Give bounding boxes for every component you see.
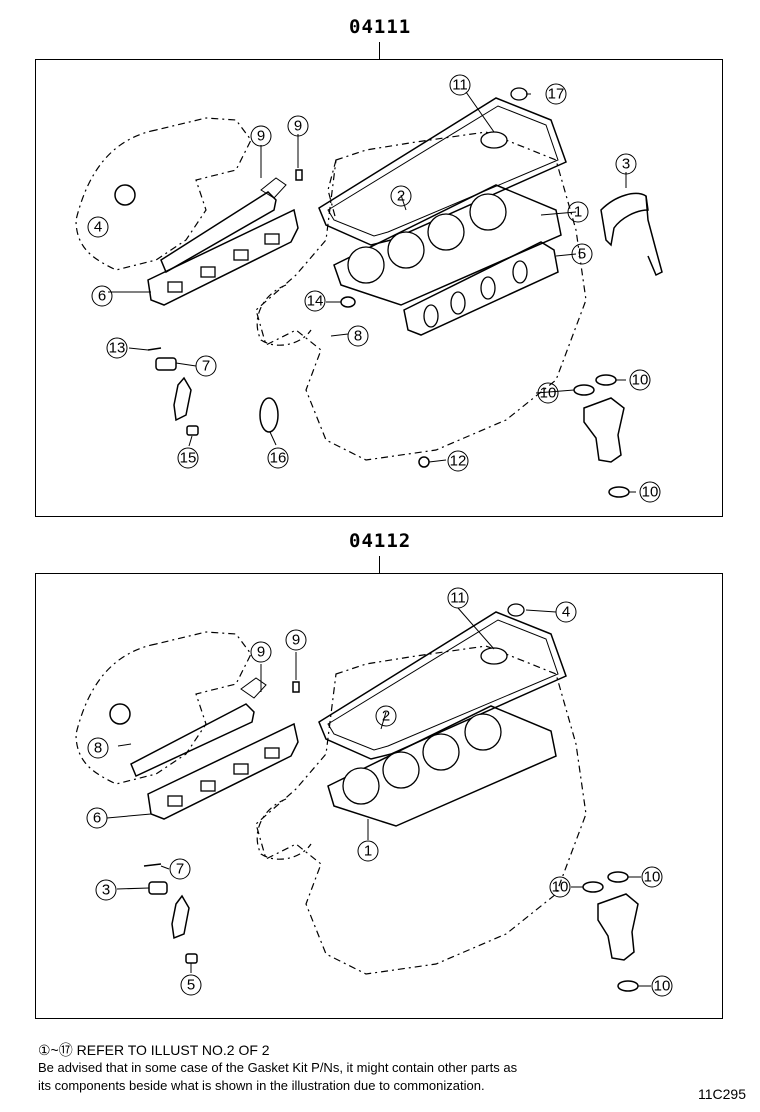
- cylinder-head-gasket: [327, 705, 557, 827]
- oil-seal-retainer-gasket: [600, 192, 649, 247]
- water-inlet-gasket-a: [573, 384, 595, 396]
- callout-10c: 10: [654, 978, 671, 995]
- callout-4: 4: [562, 604, 570, 621]
- throttle-body-gasket: [148, 881, 168, 895]
- callout-circles: [87, 74, 661, 503]
- exhaust-manifold-gasket: [403, 241, 559, 336]
- water-inlet-gasket-b: [607, 871, 629, 883]
- ghost-timing-area: [256, 284, 312, 346]
- callout-2: 2: [397, 188, 405, 205]
- kit-code-leader: [379, 556, 381, 573]
- spark-plug-tube-gasket: [480, 647, 508, 665]
- callout-10b: 10: [632, 372, 649, 389]
- injector-seal: [173, 376, 192, 422]
- kit-code-04112: 04112: [349, 530, 412, 552]
- seal-ring: [185, 953, 198, 964]
- callout-labels: 11 2 1 3 5 4 6 7 8 9 9 10 10 10 12 13 14…: [94, 77, 659, 501]
- illustration-code: 11C295: [697, 1086, 746, 1102]
- gasket-13: [147, 347, 162, 351]
- intake-manifold-gasket: [147, 208, 299, 306]
- callout-5: 5: [578, 246, 586, 263]
- callout-8: 8: [354, 328, 362, 345]
- pcv-grommet: [240, 677, 267, 699]
- kit-code-04111: 04111: [349, 16, 412, 38]
- callout-11: 11: [450, 590, 466, 607]
- callout-1: 1: [574, 204, 582, 221]
- throttle-sensor: [109, 703, 131, 725]
- throttle-body-gasket: [155, 357, 177, 371]
- callout-circles: [86, 587, 673, 997]
- callout-16: 16: [270, 450, 287, 467]
- oil-filler-gasket: [507, 603, 525, 617]
- callout-9b: 9: [294, 118, 302, 135]
- washer-12: [418, 456, 430, 468]
- exploded-parts-view: 11 2 1 3 5 4 6 7 8 9 9 10 10 10 12 13 14…: [75, 74, 663, 503]
- water-inlet-gasket-c: [617, 980, 639, 992]
- throttle-sensor: [114, 184, 136, 206]
- callout-6: 6: [98, 288, 106, 305]
- ghost-water-outlet: [327, 159, 337, 221]
- ghost-timing-area: [256, 798, 312, 860]
- diagram-panel-04111: 11 2 1 3 5 4 6 7 8 9 9 10 10 10 12 13 14…: [35, 59, 723, 517]
- callout-5: 5: [187, 977, 195, 994]
- callout-10c: 10: [642, 484, 659, 501]
- exploded-parts-view: 11 2 1 4 6 8 7 3 5 9 9 10 10 10: [75, 587, 673, 997]
- ghost-intake-outline: [75, 631, 252, 785]
- diagram-panel-04112: 11 2 1 4 6 8 7 3 5 9 9 10 10 10: [35, 573, 723, 1019]
- cylinder-head-gasket: [333, 184, 562, 306]
- pcv-grommet: [260, 177, 287, 199]
- callout-10b: 10: [644, 869, 661, 886]
- callout-1: 1: [364, 843, 372, 860]
- kit-code-leader: [379, 42, 381, 59]
- callout-8: 8: [94, 740, 102, 757]
- callout-14: 14: [307, 293, 324, 310]
- leader-lines: [108, 91, 636, 493]
- water-inlet-gasket-a: [582, 881, 604, 893]
- advisory-line-2: its components beside what is shown in t…: [38, 1078, 485, 1093]
- callout-4: 4: [94, 219, 102, 236]
- callout-12: 12: [450, 453, 467, 470]
- spark-plug-tube-gasket: [480, 131, 508, 149]
- callout-7: 7: [176, 861, 184, 878]
- leader-lines: [106, 607, 651, 987]
- water-inlet-housing: [583, 397, 625, 463]
- callout-15: 15: [180, 450, 197, 467]
- callout-9a: 9: [257, 128, 265, 145]
- advisory-line-1: Be advised that in some case of the Gask…: [38, 1060, 518, 1075]
- callout-10a: 10: [540, 385, 557, 402]
- oil-filler-gasket: [510, 87, 528, 101]
- gasket-7: [143, 863, 162, 867]
- water-inlet-gasket-c: [608, 486, 630, 498]
- callout-10a: 10: [552, 879, 569, 896]
- ghost-intake-outline: [75, 117, 252, 271]
- callout-3: 3: [102, 882, 110, 899]
- water-inlet-gasket-b: [595, 374, 617, 386]
- callout-labels: 11 2 1 4 6 8 7 3 5 9 9 10 10 10: [93, 590, 671, 995]
- stud-bolt: [292, 681, 300, 693]
- callout-3: 3: [622, 156, 630, 173]
- callout-9b: 9: [292, 632, 300, 649]
- callout-13: 13: [109, 340, 126, 357]
- callout-17: 17: [548, 86, 565, 103]
- o-ring-14: [340, 296, 356, 308]
- callout-7: 7: [202, 358, 210, 375]
- callout-2: 2: [382, 708, 390, 725]
- oil-pan-gasket-ring: [259, 397, 279, 433]
- water-inlet-housing: [597, 893, 639, 961]
- ghost-cylinder-block: [255, 645, 587, 975]
- reference-note: ①~⑰ REFER TO ILLUST NO.2 OF 2: [38, 1042, 270, 1058]
- seal-ring-15: [186, 425, 199, 436]
- callout-11: 11: [452, 77, 468, 94]
- callout-6: 6: [93, 810, 101, 827]
- callout-9a: 9: [257, 644, 265, 661]
- stud-bolt: [295, 169, 303, 181]
- injector-seal: [171, 894, 190, 940]
